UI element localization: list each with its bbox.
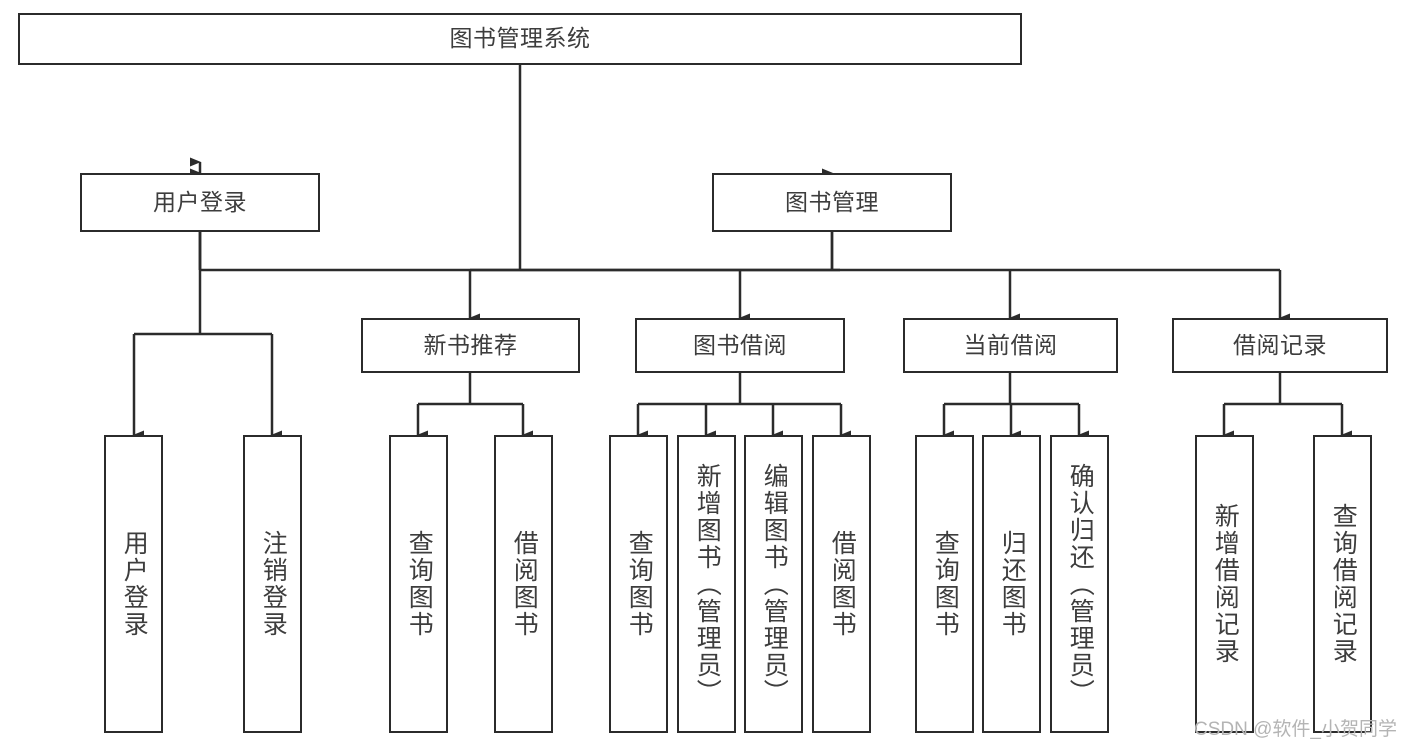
- leaf-new-borrow-book[interactable]: 借阅图书: [494, 435, 553, 733]
- node-root-system-label: 图书管理系统: [449, 25, 591, 52]
- node-user-login[interactable]: 用户登录: [80, 173, 320, 232]
- leaf-current-confirm-return-label: 确认归还（管理员）: [1066, 462, 1095, 706]
- watermark-text: CSDN @软件_小贺同学: [1194, 719, 1397, 740]
- leaf-borrow-add-book-label: 新增图书（管理员）: [693, 462, 722, 706]
- node-book-borrow[interactable]: 图书借阅: [635, 318, 845, 373]
- node-book-management[interactable]: 图书管理: [712, 173, 952, 232]
- leaf-current-return-book-label: 归还图书: [998, 530, 1027, 638]
- leaf-borrow-query-book[interactable]: 查询图书: [609, 435, 668, 733]
- leaf-borrow-borrow-book[interactable]: 借阅图书: [812, 435, 871, 733]
- leaf-current-confirm-return[interactable]: 确认归还（管理员）: [1050, 435, 1109, 733]
- leaf-borrow-add-book[interactable]: 新增图书（管理员）: [677, 435, 736, 733]
- leaf-user-login-signin[interactable]: 用户登录: [104, 435, 163, 733]
- node-new-book-recommend-label: 新书推荐: [423, 331, 518, 358]
- leaf-new-query-book[interactable]: 查询图书: [389, 435, 448, 733]
- node-root-system[interactable]: 图书管理系统: [18, 13, 1022, 65]
- leaf-user-login-signin-label: 用户登录: [120, 530, 149, 638]
- leaf-user-login-signout[interactable]: 注销登录: [243, 435, 302, 733]
- node-borrow-record-label: 借阅记录: [1233, 331, 1327, 358]
- node-borrow-record[interactable]: 借阅记录: [1172, 318, 1388, 373]
- leaf-borrow-edit-book-label: 编辑图书（管理员）: [760, 462, 789, 706]
- leaf-new-query-book-label: 查询图书: [405, 530, 434, 638]
- node-new-book-recommend[interactable]: 新书推荐: [361, 318, 580, 373]
- leaf-borrow-borrow-book-label: 借阅图书: [828, 530, 857, 638]
- leaf-record-add-record-label: 新增借阅记录: [1211, 503, 1240, 665]
- node-current-borrow[interactable]: 当前借阅: [903, 318, 1118, 373]
- leaf-current-return-book[interactable]: 归还图书: [982, 435, 1041, 733]
- leaf-current-query-book[interactable]: 查询图书: [915, 435, 974, 733]
- node-book-borrow-label: 图书借阅: [693, 331, 787, 358]
- leaf-borrow-query-book-label: 查询图书: [625, 530, 654, 638]
- leaf-record-query-record[interactable]: 查询借阅记录: [1313, 435, 1372, 733]
- leaf-new-borrow-book-label: 借阅图书: [510, 530, 539, 638]
- leaf-borrow-edit-book[interactable]: 编辑图书（管理员）: [744, 435, 803, 733]
- leaf-record-query-record-label: 查询借阅记录: [1329, 503, 1358, 665]
- node-user-login-label: 用户登录: [153, 188, 247, 215]
- leaf-user-login-signout-label: 注销登录: [259, 530, 288, 638]
- node-current-borrow-label: 当前借阅: [963, 331, 1058, 358]
- leaf-current-query-book-label: 查询图书: [931, 530, 960, 638]
- node-book-management-label: 图书管理: [785, 188, 879, 215]
- leaf-record-add-record[interactable]: 新增借阅记录: [1195, 435, 1254, 733]
